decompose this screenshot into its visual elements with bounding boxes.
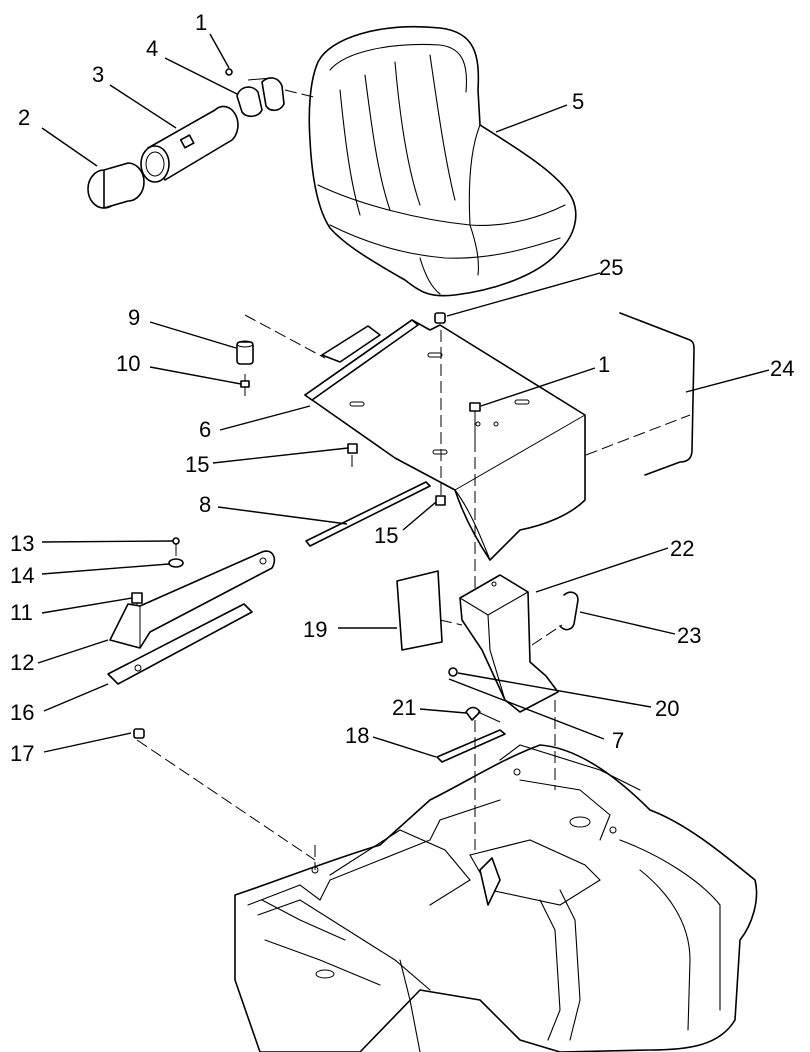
seat-plate-part [304,319,586,561]
callout-14: 14 [10,563,34,588]
callout-18: 18 [345,723,369,748]
callout-24: 24 [770,356,794,381]
callout-5: 5 [572,89,584,114]
callout-7: 7 [612,728,624,753]
seat-part [308,25,577,297]
callout-15-a: 15 [185,452,209,477]
callout-10: 10 [116,351,140,376]
cup-holder-part [87,68,285,209]
hardware-parts [131,312,481,739]
callout-13: 13 [10,531,34,556]
callout-8: 8 [199,492,211,517]
callout-12: 12 [10,650,34,675]
callout-1-b: 1 [598,352,610,377]
callout-11: 11 [10,600,33,625]
callout-20: 20 [655,696,679,721]
callout-3: 3 [92,62,104,87]
callout-labels: 1 2 3 4 5 25 9 10 1 24 6 15 8 15 22 13 1… [10,10,794,766]
callout-19: 19 [303,617,327,642]
callout-9: 9 [128,305,140,330]
seat-rail-brackets [107,550,276,685]
callout-23: 23 [677,623,701,648]
callout-22: 22 [670,536,694,561]
callout-16: 16 [10,700,34,725]
callout-17: 17 [10,741,34,766]
callout-21: 21 [392,695,416,720]
alignment-lines [136,89,691,870]
callout-2: 2 [18,105,30,130]
callout-1-a: 1 [195,10,207,35]
callout-15-b: 15 [374,523,398,548]
callout-6: 6 [199,417,211,442]
callout-4: 4 [146,36,158,61]
rod-part [619,312,695,476]
callout-25: 25 [599,255,623,280]
leader-lines [37,33,770,758]
frame-part [234,744,758,1052]
seat-support-parts [396,570,579,763]
